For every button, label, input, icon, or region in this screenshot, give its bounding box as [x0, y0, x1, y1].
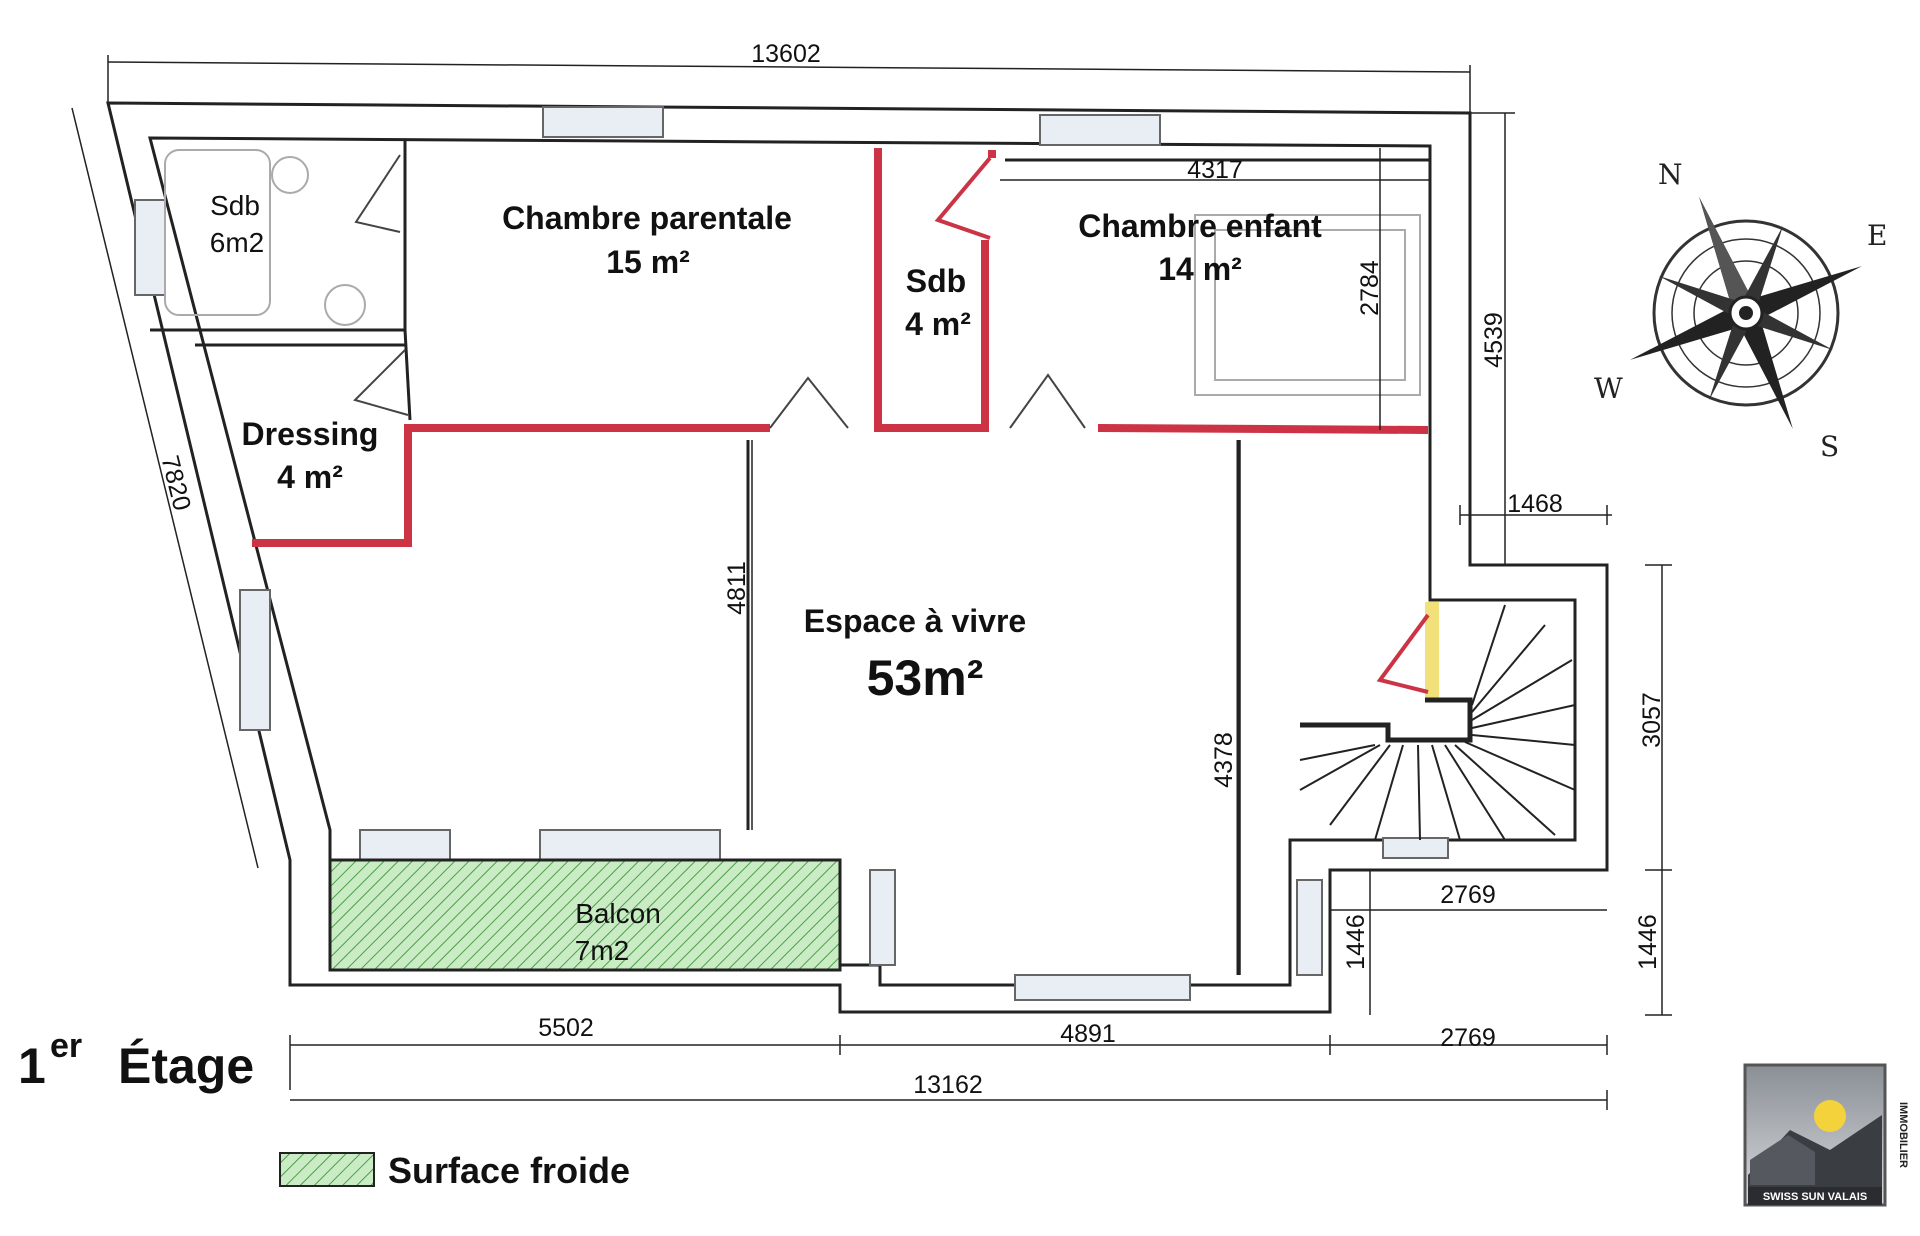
floor-word: Étage: [118, 1038, 254, 1094]
room-parentale-area: 15 m²: [606, 244, 690, 280]
room-sdb2-area: 4 m²: [905, 306, 971, 342]
compass-rose-icon: [1630, 197, 1862, 429]
logo-side: IMMOBILIER: [1897, 1102, 1909, 1168]
interior-walls: [150, 140, 1430, 975]
room-labels: Sdb 6m2 Chambre parentale 15 m² Sdb 4 m²…: [210, 190, 1322, 966]
room-balcon-area: 7m2: [575, 935, 629, 966]
room-vivre-name: Espace à vivre: [804, 603, 1026, 639]
dim-bottom-right: 2769: [1440, 1024, 1496, 1052]
dim-left-side: 7820: [155, 453, 196, 514]
dim-vivre-left: 4811: [723, 561, 751, 615]
legend-swatch: [279, 1152, 375, 1187]
dim-stair-bottom: 2769: [1440, 881, 1496, 909]
compass-w: W: [1594, 372, 1623, 405]
compass-n: N: [1658, 158, 1683, 191]
staircase: [1299, 604, 1576, 841]
dim-bottom-left: 5502: [538, 1014, 594, 1042]
compass-s: S: [1820, 430, 1839, 463]
dim-bottom-mid: 4891: [1060, 1020, 1116, 1048]
legend-label: Surface froide: [388, 1150, 630, 1191]
dim-top-width: 13602: [751, 40, 821, 68]
dim-stair-offset: 1468: [1507, 490, 1563, 518]
room-dressing-name: Dressing: [242, 416, 379, 452]
room-balcon-name: Balcon: [575, 898, 661, 929]
bathroom-door: [934, 156, 992, 240]
dim-vivre-right: 4378: [1210, 732, 1238, 788]
dim-stair-height: 3057: [1638, 692, 1666, 748]
bathtub-icon: [164, 149, 1421, 396]
dimension-lines: [71, 55, 1672, 1110]
red-partitions: [252, 148, 1429, 547]
compass-labels: N E S W: [1594, 158, 1887, 463]
room-parentale-name: Chambre parentale: [502, 200, 792, 236]
room-sdb2-name: Sdb: [906, 263, 966, 299]
floor-superscript: er: [50, 1027, 82, 1065]
dim-enfant-depth: 2784: [1356, 260, 1384, 316]
dim-enfant-width: 4317: [1187, 156, 1243, 184]
stair-door: [1376, 602, 1439, 702]
room-sdb1-name: Sdb: [210, 190, 260, 221]
dim-bottom-total: 13162: [913, 1071, 983, 1099]
room-vivre-area: 53m²: [867, 650, 984, 706]
agency-logo: SWISS SUN VALAIS IMMOBILIER: [1743, 1063, 1909, 1207]
floor-number: 1: [18, 1038, 46, 1094]
balcony-area: [328, 858, 842, 972]
room-dressing-area: 4 m²: [277, 459, 343, 495]
room-sdb1-area: 6m2: [210, 227, 264, 258]
dim-notch-depth-right: 1446: [1634, 914, 1662, 970]
compass-e: E: [1867, 219, 1887, 252]
room-enfant-area: 14 m²: [1158, 251, 1242, 287]
dim-notch-depth: 1446: [1342, 914, 1370, 970]
room-enfant-name: Chambre enfant: [1078, 208, 1322, 244]
windows: [134, 106, 1449, 1001]
doors: [353, 154, 1086, 429]
legend: Surface froide: [279, 1150, 630, 1191]
floor-label: 1 er Étage: [18, 1027, 254, 1094]
dim-right-depth: 4539: [1480, 312, 1508, 368]
dimension-labels: 13602 4317 2784 4539 1468 3057 7820 4811…: [155, 40, 1666, 1099]
logo-name: SWISS SUN VALAIS: [1763, 1191, 1867, 1203]
